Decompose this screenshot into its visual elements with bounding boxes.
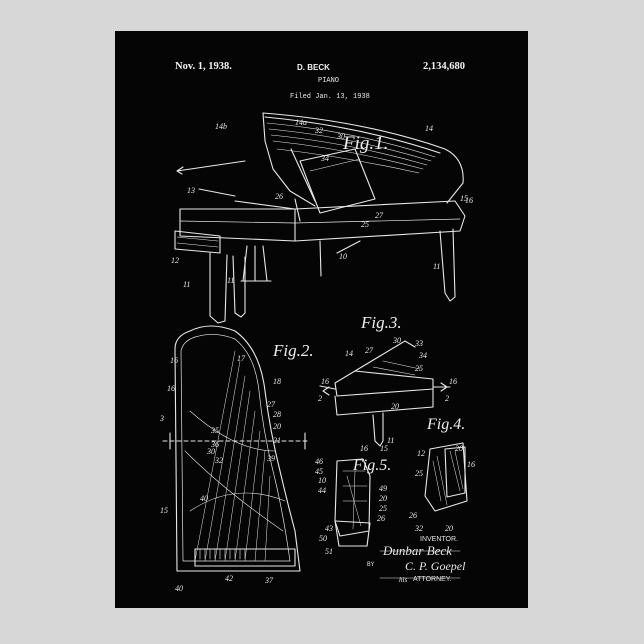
svg-text:30: 30 — [392, 336, 401, 345]
svg-text:27: 27 — [267, 400, 276, 409]
svg-text:14b: 14b — [215, 122, 227, 131]
svg-text:21: 21 — [273, 436, 281, 445]
svg-text:18: 18 — [273, 377, 281, 386]
svg-text:44: 44 — [318, 486, 326, 495]
svg-text:13: 13 — [187, 186, 195, 195]
svg-text:33: 33 — [414, 339, 423, 348]
svg-text:40: 40 — [175, 584, 183, 593]
svg-text:51: 51 — [325, 547, 333, 556]
svg-text:49: 49 — [379, 484, 387, 493]
his-label: his — [399, 576, 407, 584]
svg-text:30: 30 — [206, 447, 215, 456]
svg-text:32: 32 — [314, 126, 323, 135]
svg-text:16: 16 — [360, 444, 368, 453]
svg-text:16: 16 — [170, 356, 178, 365]
svg-text:16: 16 — [467, 460, 475, 469]
svg-text:46: 46 — [315, 457, 323, 466]
svg-text:26: 26 — [275, 192, 283, 201]
svg-text:20: 20 — [391, 402, 399, 411]
svg-text:10: 10 — [318, 476, 326, 485]
attorney-signature: C. P. Goepel — [405, 559, 465, 574]
fig4-label: Fig.4. — [427, 416, 465, 434]
svg-text:2: 2 — [445, 394, 449, 403]
svg-text:14a: 14a — [295, 118, 307, 127]
svg-text:25: 25 — [415, 469, 423, 478]
svg-text:25: 25 — [379, 504, 387, 513]
fig4-section — [425, 443, 467, 511]
svg-text:37: 37 — [264, 576, 274, 585]
svg-text:32: 32 — [414, 524, 423, 533]
fig2-label: Fig.2. — [273, 341, 314, 361]
svg-text:16: 16 — [167, 384, 175, 393]
svg-text:40: 40 — [200, 494, 208, 503]
svg-text:26: 26 — [409, 511, 417, 520]
svg-text:43: 43 — [325, 524, 333, 533]
svg-text:20: 20 — [379, 494, 387, 503]
svg-text:2: 2 — [318, 394, 322, 403]
fig1-label: Fig.1. — [343, 133, 388, 155]
svg-text:17: 17 — [237, 354, 246, 363]
svg-text:11: 11 — [183, 280, 190, 289]
svg-text:27: 27 — [375, 211, 384, 220]
inventor-label: INVENTOR. — [420, 536, 458, 543]
svg-text:14: 14 — [345, 349, 353, 358]
svg-text:12: 12 — [417, 449, 425, 458]
svg-text:20: 20 — [273, 422, 281, 431]
svg-text:14: 14 — [425, 124, 433, 133]
svg-text:28: 28 — [273, 410, 281, 419]
svg-text:34: 34 — [418, 351, 427, 360]
svg-text:16: 16 — [321, 377, 329, 386]
svg-text:20: 20 — [455, 444, 463, 453]
svg-text:34: 34 — [320, 154, 329, 163]
patent-poster: Nov. 1, 1938. D. BECK PIANO Filed Jan. 1… — [115, 31, 528, 608]
svg-text:11: 11 — [433, 262, 440, 271]
svg-text:10: 10 — [339, 252, 347, 261]
attorney-label: ATTORNEY. — [413, 576, 452, 583]
svg-text:20: 20 — [445, 524, 453, 533]
svg-text:25: 25 — [415, 364, 423, 373]
svg-text:16: 16 — [449, 377, 457, 386]
svg-text:11: 11 — [227, 276, 234, 285]
svg-text:32: 32 — [214, 456, 223, 465]
svg-text:26: 26 — [377, 514, 385, 523]
svg-text:11: 11 — [387, 436, 394, 445]
patent-drawing: 14b14a32 301434 132615 162725 101211 111… — [115, 31, 528, 608]
svg-text:35: 35 — [210, 426, 219, 435]
svg-text:3: 3 — [159, 414, 164, 423]
svg-text:15: 15 — [380, 444, 388, 453]
inventor-signature: Dunbar Beck — [383, 543, 452, 559]
svg-text:12: 12 — [171, 256, 179, 265]
svg-text:42: 42 — [225, 574, 233, 583]
fig3-label: Fig.3. — [361, 313, 402, 333]
svg-text:25: 25 — [361, 220, 369, 229]
fig1-piano-drawing — [175, 113, 465, 323]
svg-text:50: 50 — [319, 534, 327, 543]
svg-text:15: 15 — [160, 506, 168, 515]
svg-text:16: 16 — [465, 196, 473, 205]
svg-text:27: 27 — [365, 346, 374, 355]
fig5-label: Fig.5. — [353, 457, 391, 475]
by-label: BY — [367, 561, 374, 568]
svg-text:39: 39 — [266, 454, 275, 463]
svg-text:45: 45 — [315, 467, 323, 476]
